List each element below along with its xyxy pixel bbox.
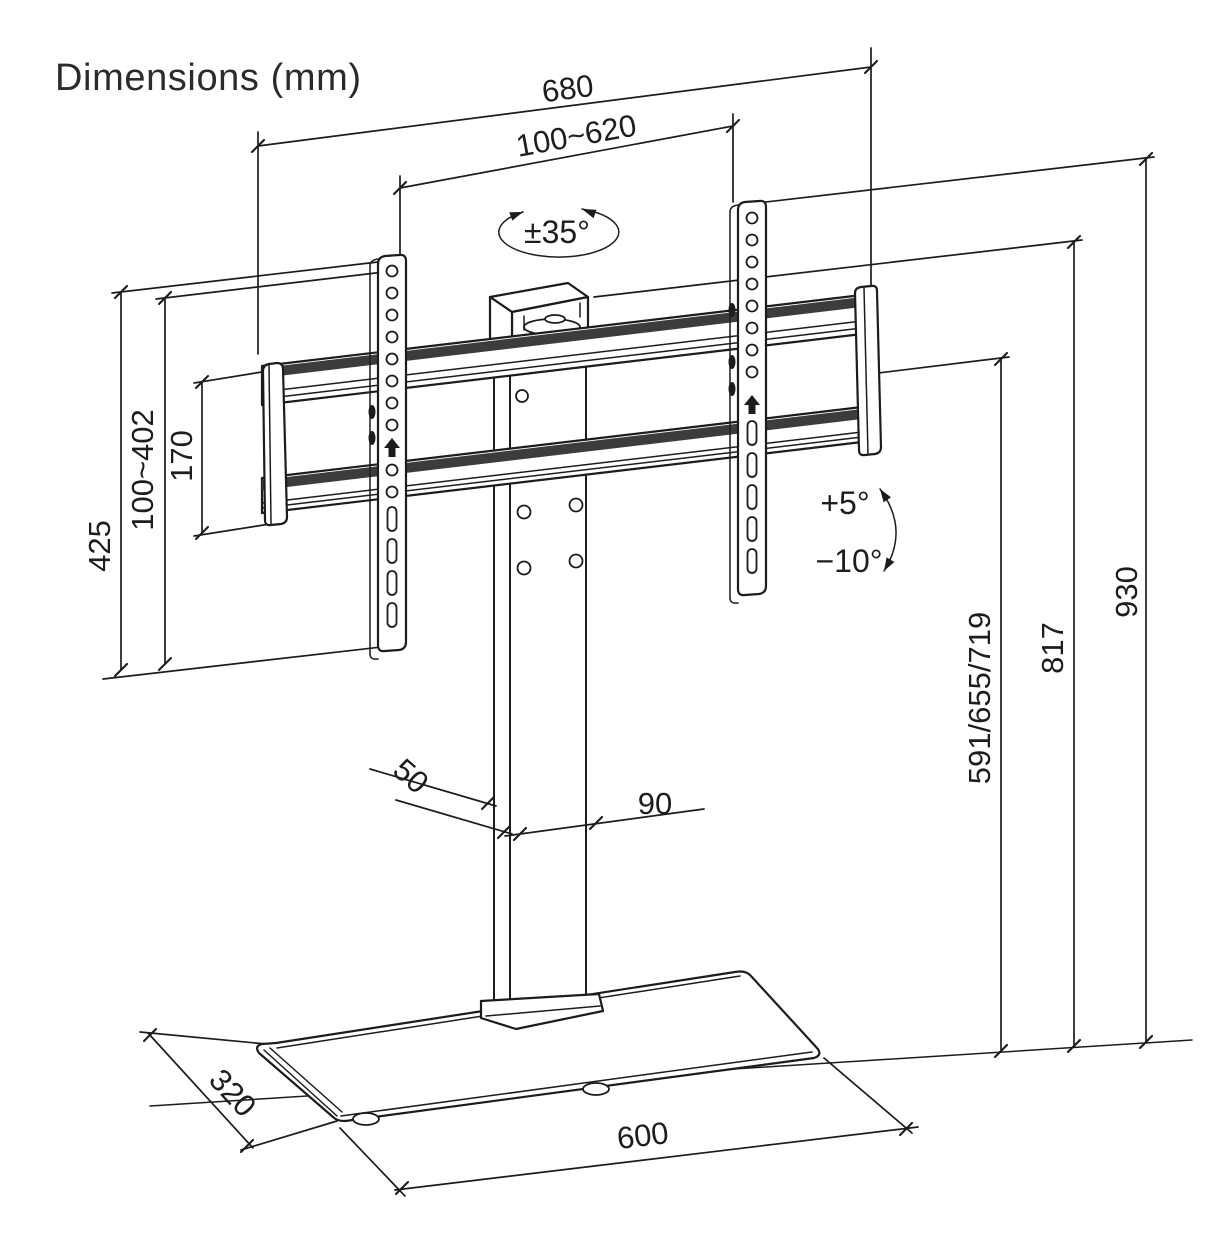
rail-left-end-cap (261, 361, 289, 527)
lower-rail (260, 405, 864, 515)
right-vesa-strip (728, 199, 768, 604)
dimension-ticks (113, 59, 1154, 1196)
dim-tilt-down-label: −10° (815, 543, 882, 579)
tilt-arrow-icon (879, 488, 897, 572)
dim-column-top-height-label: 817 (1035, 622, 1070, 674)
up-arrow-icon (744, 395, 760, 414)
dim-vesa-height-range-label: 100~402 (125, 409, 160, 531)
dim-tilt-up-label: +5° (820, 485, 869, 521)
dim-bracket-height-label: 425 (82, 520, 117, 572)
column-foot-cap (479, 992, 605, 1031)
dim-overall-height-label: 930 (1109, 566, 1144, 618)
dim-column-depth-label: 50 (386, 752, 435, 801)
dim-column-width-label: 90 (638, 786, 672, 821)
rail-right-end-cap (853, 284, 883, 457)
swivel-arrow-icon (498, 208, 620, 258)
base-plate (255, 970, 821, 1126)
base-foot (352, 1112, 380, 1126)
page-title: Dimensions (mm) (55, 57, 362, 99)
dim-base-depth-label: 320 (202, 1062, 263, 1124)
left-vesa-strip (368, 253, 408, 660)
base-foot (582, 1082, 610, 1096)
swivel-knob (544, 314, 566, 324)
dim-screen-center-heights-label: 591/655/719 (962, 612, 997, 784)
up-arrow-icon (384, 438, 400, 457)
dim-swivel-range-label: ±35° (524, 214, 590, 250)
dim-overall-width-label: 680 (540, 68, 596, 109)
dim-adapter-plate-height-label: 170 (164, 430, 199, 482)
dim-base-width-label: 600 (615, 1115, 671, 1156)
